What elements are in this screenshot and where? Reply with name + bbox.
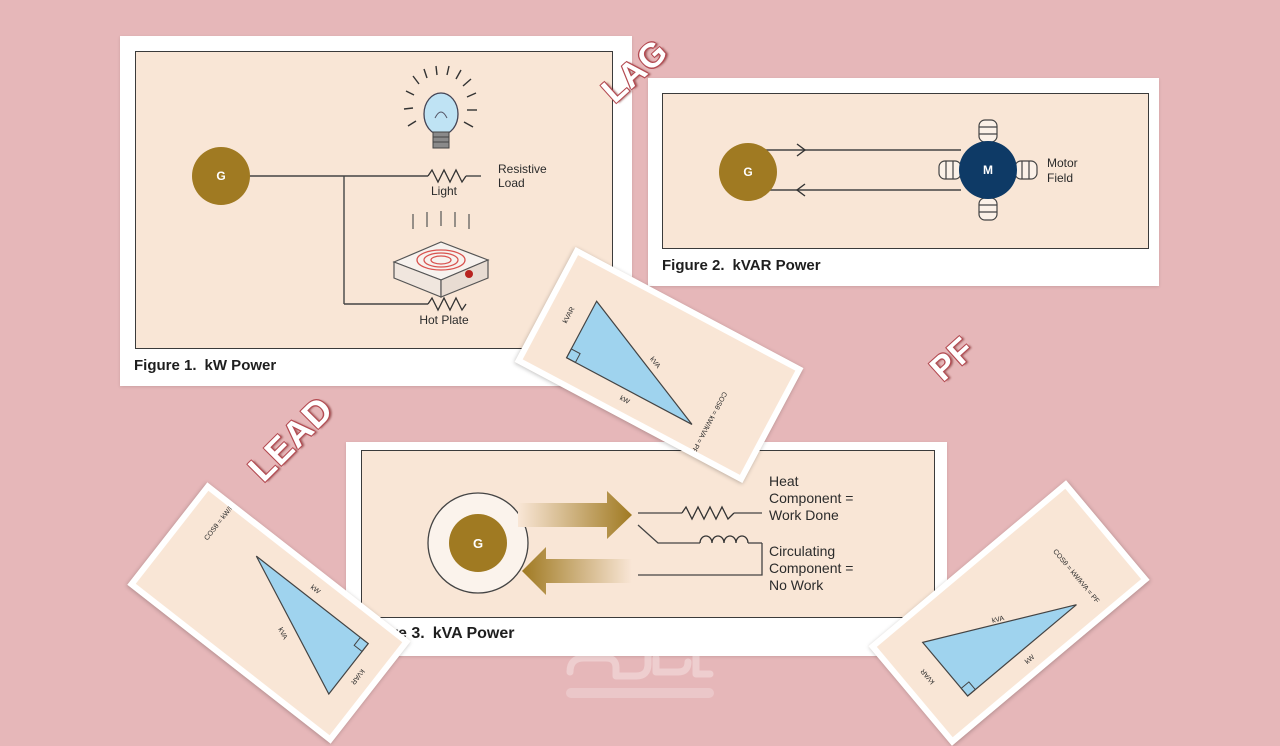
figure2-card: G M Motor Field Figure 2. kVAR Power (648, 78, 1159, 286)
kvar-label: kVAR (920, 667, 937, 685)
kw-label: kW (309, 584, 322, 596)
circ-label-3: No Work (769, 577, 824, 593)
heat-label-2: Component = (769, 490, 853, 506)
figure1-number: Figure 1. (134, 357, 197, 374)
triangle-card-center: kVAR kVA kW COSθ = kW/kVA = PF (514, 247, 804, 483)
figure1-card: G Light Resistive Load Hot Plate Figure … (120, 36, 632, 386)
triangle-card-right: kVAR kVA kW COSθ = kW/kVA = PF (868, 480, 1150, 746)
circ-label-2: Component = (769, 560, 853, 576)
figure2-diagram: G M Motor Field (719, 119, 1078, 221)
figure3-card: G Heat Component = Work Done Circulating… (346, 442, 947, 656)
kva-label: kVA (991, 615, 1005, 625)
pf-word: PF (922, 329, 982, 389)
figure1-panel: G Light Resistive Load Hot Plate (135, 51, 613, 349)
kw-label: kW (618, 395, 631, 406)
generator-label: G (216, 169, 225, 183)
figure2-number: Figure 2. (662, 257, 725, 274)
figure2-panel: G M Motor Field (662, 93, 1149, 249)
generator-label: G (743, 165, 752, 179)
figure2-title: kVAR Power (732, 257, 821, 274)
figure3-panel: G Heat Component = Work Done Circulating… (361, 450, 935, 618)
field-label: Field (1047, 171, 1073, 185)
figure2-caption: Figure 2. kVAR Power (662, 257, 821, 274)
kva-label: kVA (648, 356, 661, 370)
generator-label: G (473, 536, 483, 551)
kvar-label: kVAR (349, 667, 365, 685)
hot-plate-icon (392, 211, 490, 298)
hot-plate-label: Hot Plate (419, 313, 469, 327)
triangle-card-left: COSθ = kW/kVA = PF kVA kW kVAR (127, 482, 411, 744)
lead-word: LEAD (240, 388, 342, 490)
kvar-label: kVAR (562, 306, 576, 325)
formula-label: COSθ = kW/kVA = PF (1051, 548, 1100, 605)
figure1-title: kW Power (204, 357, 277, 374)
light-bulb-icon (403, 65, 477, 149)
return-arrow (522, 547, 632, 595)
formula-label: COSθ = kW/kVA = PF (203, 491, 250, 542)
light-label: Light (431, 184, 458, 198)
formula-label: COSθ = kW/kVA = PF (690, 390, 728, 453)
figure1-diagram: G Light Resistive Load Hot Plate (192, 65, 547, 327)
kva-label: kVA (276, 627, 288, 641)
motor-label: M (983, 163, 993, 177)
figure3-title: kVA Power (432, 625, 515, 642)
figure3-diagram: G Heat Component = Work Done Circulating… (427, 473, 853, 595)
resistive-label: Resistive (498, 162, 547, 176)
watermark-logo (566, 644, 714, 698)
work-arrow (518, 491, 632, 539)
motor-field-label: Motor (1047, 156, 1078, 170)
circ-label-1: Circulating (769, 543, 835, 559)
heat-label-3: Work Done (769, 507, 839, 523)
generator-circle (719, 143, 777, 201)
motor-circle (959, 141, 1017, 199)
load-label: Load (498, 176, 525, 190)
figure1-caption: Figure 1. kW Power (134, 357, 276, 374)
generator-circle (449, 514, 507, 572)
heat-label-1: Heat (769, 473, 799, 489)
kw-label: kW (1024, 654, 1037, 666)
generator-circle (192, 147, 250, 205)
